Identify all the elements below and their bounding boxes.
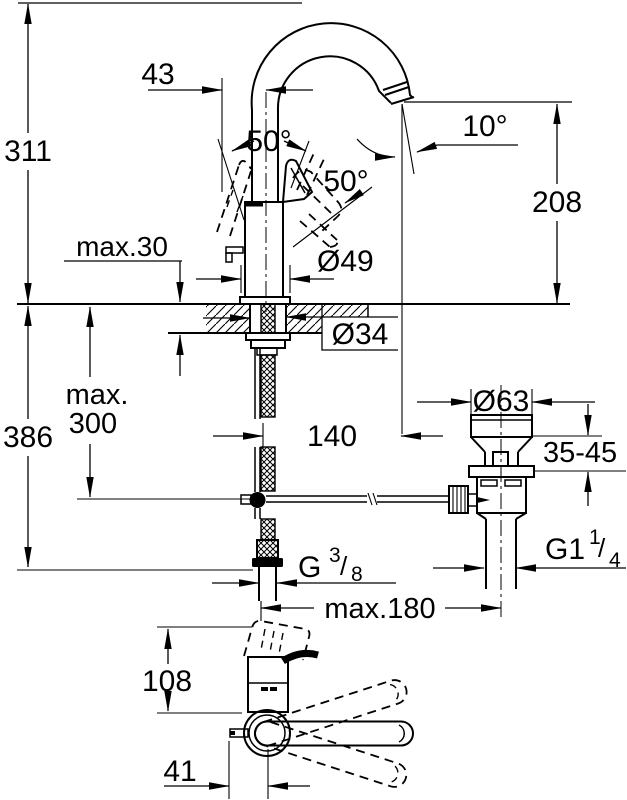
- dim-label-3545: 35-45: [543, 437, 617, 469]
- spray-direction-line: [401, 103, 415, 175]
- lever-gap-band: [246, 201, 263, 207]
- dim-label-g38-slash: /: [340, 551, 348, 581]
- waste-taper: [470, 436, 533, 466]
- hose-ferrule: [256, 539, 279, 559]
- faucet-base-flange: [239, 296, 291, 305]
- dim-label-50-lever: 50°: [323, 165, 368, 198]
- plan-pull-rod-tip: [230, 731, 235, 735]
- dim-50-leg-right: [290, 140, 310, 189]
- waste-linkage-rod: [266, 495, 449, 503]
- dim-10-arrow: [416, 141, 438, 153]
- dim-label-43: 43: [141, 58, 174, 91]
- rod-ball-joint: [249, 492, 266, 508]
- braided-hose-upper: [260, 354, 276, 418]
- spout-outer-contour: [250, 22, 414, 202]
- waste-body-slot-right: [504, 479, 522, 487]
- thumbscrew-shaft: [467, 493, 478, 507]
- lever-closed: [281, 158, 314, 204]
- dim-dia34-callout-box: [321, 304, 398, 351]
- thumbscrew-tip: [477, 497, 490, 503]
- spout-swivel-right-dashed: [296, 152, 325, 196]
- dim-label-dia63: Ø63: [473, 385, 530, 418]
- dim-label-g38-main: G: [298, 551, 321, 584]
- rod-break-symbol: [367, 492, 378, 506]
- plan-handle-solid: [254, 720, 414, 747]
- mounting-washer: [245, 332, 291, 341]
- dim-label-140: 140: [307, 420, 357, 453]
- waste-tailpipe: [476, 512, 527, 589]
- pull-rod-knob: [225, 246, 244, 254]
- plan-body-tick-left: [261, 687, 268, 691]
- lever-open-dashed: [292, 169, 343, 233]
- waste-body-slot-left: [480, 479, 498, 487]
- deck-hatch-far-right: [322, 304, 368, 317]
- plan-handle-cap-line: [398, 724, 405, 743]
- dim-label-dia49: Ø49: [317, 245, 374, 278]
- spout-outlet-face: [390, 96, 415, 105]
- dim-label-g114-main: G1: [545, 533, 585, 566]
- dim-label-10: 10°: [462, 110, 507, 143]
- dim-label-208: 208: [532, 186, 582, 219]
- dim-label-max180: max.180: [324, 593, 435, 625]
- dim-label-108: 108: [142, 665, 192, 698]
- dim-label-311: 311: [4, 135, 52, 168]
- dim-label-max30: max.30: [76, 231, 168, 262]
- braided-hose-in-hole: [260, 303, 276, 334]
- braided-hose-middle: [260, 446, 276, 492]
- dim-label-max300-value: 300: [69, 408, 117, 440]
- hose-tail-tube: [258, 567, 277, 601]
- popup-waste-assembly: [448, 385, 535, 620]
- dim-50-arrow-left: [231, 139, 255, 152]
- dimension-annotations: 311 43 50° 50° 10° 208 max.30: [3, 2, 626, 799]
- spout-swivel-left-dashed: [216, 159, 252, 237]
- plan-body-tick-right: [270, 687, 277, 691]
- plan-view-faucet: [229, 619, 414, 788]
- plan-base-circle-inner: [248, 714, 286, 752]
- faucet-body: [244, 201, 284, 298]
- plan-handle-swing-up: [254, 679, 408, 747]
- dim-label-41: 41: [163, 755, 196, 788]
- mounting-nut: [250, 339, 286, 349]
- dim-label-386: 386: [3, 421, 53, 454]
- dim-label-dia34: Ø34: [332, 318, 389, 351]
- plan-dashed-handle-outline: [243, 619, 311, 661]
- spout-swivel-left-hatch: [226, 189, 244, 213]
- lever-open-dashed-lower: [299, 213, 339, 248]
- thumbscrew-knurl: [452, 486, 466, 513]
- dim-50-lever-arrow: [344, 189, 364, 204]
- deck-hatch-right: [286, 304, 322, 333]
- plan-body: [247, 656, 289, 713]
- plan-lever-edge-bar: [281, 650, 319, 664]
- plan-handle-swing-down: [253, 720, 408, 788]
- braided-hose-lower: [260, 518, 276, 541]
- popup-pull-rod: [254, 348, 261, 519]
- dim-label-g38-sup: 3: [329, 544, 341, 567]
- dim-50-arrow-right: [283, 139, 307, 152]
- dim-label-max300-word: max.: [66, 379, 129, 411]
- lever-closed-inner-line: [290, 167, 306, 194]
- hose-nut-g38: [252, 558, 283, 567]
- dim-label-g114-slash: /: [598, 533, 606, 563]
- dim-label-g114-sub: 4: [609, 549, 621, 572]
- plan-dashed-handle-hatch: [260, 628, 284, 655]
- plan-base-circle-outer: [243, 709, 291, 757]
- dim-label-g38-sub: 8: [351, 563, 363, 586]
- dim-10-arc: [356, 138, 396, 161]
- side-view-faucet: [216, 22, 415, 312]
- dim-label-g114-sup: 1: [589, 526, 601, 549]
- dim-50-leg-left: [217, 138, 245, 221]
- lever-open-dashed-inner: [302, 185, 332, 214]
- spout-aerator-band: [382, 81, 410, 96]
- countertop: [17, 303, 570, 334]
- pull-rod-knob-stem: [225, 252, 233, 263]
